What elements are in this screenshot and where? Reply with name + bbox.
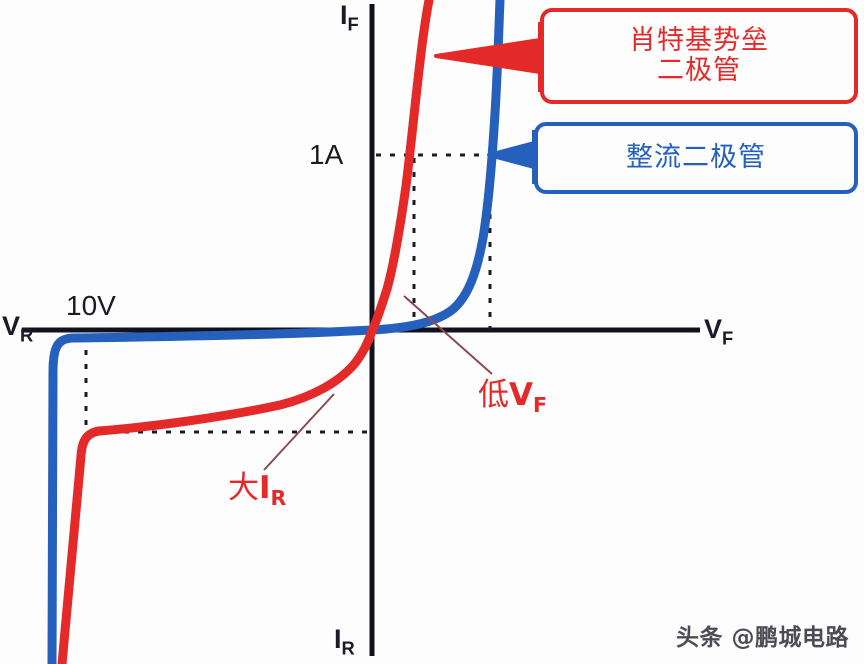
tick-label-10v: 10V [66,290,116,321]
annotation-large-reverse-current: 大IR [228,470,287,511]
axis-label-reverse-voltage: VR [2,311,34,346]
low-vf-leader-line [403,295,493,375]
callout-rectifier-diode: 整流二极管 [534,122,858,194]
axis-label-forward-voltage: VF [704,314,734,349]
callout-schottky-diode: 肖特基势垒 二极管 [540,8,858,104]
watermark: 头条 @鹏城电路 [676,625,850,651]
big-ir-leader-line [263,393,335,471]
callout-schottky-line2: 二极管 [657,55,741,86]
schottky-callout-leader [435,39,541,73]
axis-label-forward-current: IF [340,0,359,35]
callout-schottky-line1: 肖特基势垒 [629,24,769,56]
axis-label-reverse-current: IR [334,624,355,659]
schottky-diode-curve [57,0,434,664]
annotation-low-forward-voltage: 低VF [478,377,547,418]
tick-label-1a: 1A [309,139,344,170]
callout-rectifier-line1: 整流二极管 [626,141,766,173]
rectifier-diode-curve [47,0,505,664]
